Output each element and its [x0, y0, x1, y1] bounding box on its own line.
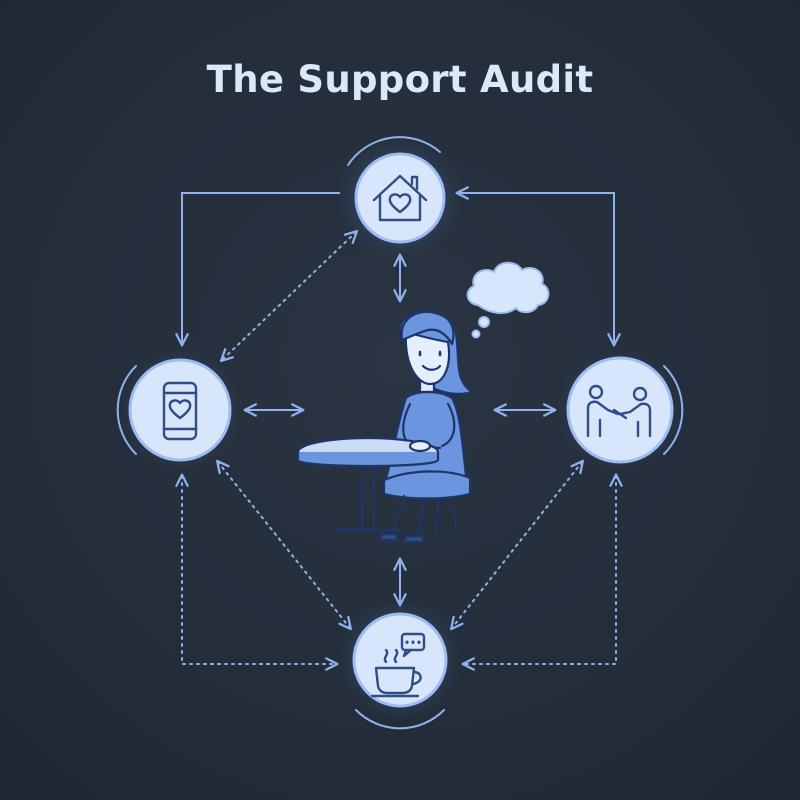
- coffee-chat-icon: [370, 632, 426, 698]
- dotted-digital-social: [216, 459, 352, 631]
- house-heart-icon: [372, 174, 428, 222]
- node-social[interactable]: [338, 598, 462, 730]
- dotted-community-social: [450, 459, 584, 631]
- dotted-digital-social-outer: [175, 473, 339, 671]
- connector-community-to-home: [455, 186, 621, 347]
- node-digital[interactable]: [116, 348, 242, 472]
- phone-heart-icon: [162, 381, 198, 441]
- node-community[interactable]: [558, 348, 684, 472]
- dotted-community-social-outer: [461, 473, 623, 671]
- person-at-table: [296, 310, 474, 544]
- connector-home-to-digital: [175, 192, 340, 347]
- solid-connectors: [175, 186, 621, 607]
- thought-cloud-icon: [466, 261, 550, 339]
- dotted-home-digital: [219, 229, 359, 363]
- table: [296, 436, 440, 532]
- handshake-icon: [586, 384, 652, 438]
- diagram-title: The Support Audit: [206, 58, 594, 101]
- dotted-connectors: [175, 229, 623, 671]
- node-home[interactable]: [338, 136, 462, 260]
